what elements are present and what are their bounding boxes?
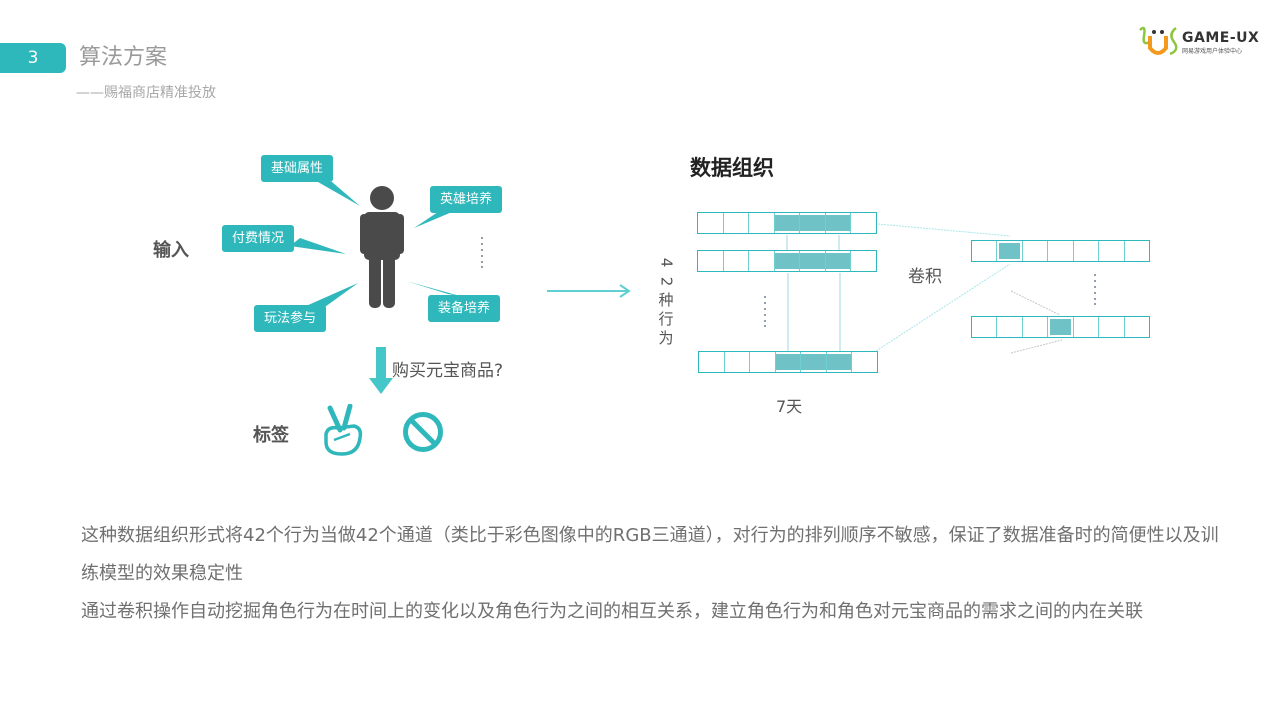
- data-org-connectors: [764, 223, 1096, 354]
- convolution-label: 卷积: [908, 267, 942, 287]
- purchase-question: 购买元宝商品?: [392, 361, 504, 381]
- vlabel-char: 种: [658, 291, 674, 309]
- conv-output-row-2: [971, 316, 1150, 338]
- section-number-badge: 3: [0, 43, 66, 73]
- conv-output-row-1: [971, 240, 1150, 262]
- feature-bubble-gameplay: 玩法参与: [254, 305, 327, 332]
- behavior-row-42: [698, 351, 878, 373]
- vlabel-char: 为: [658, 329, 674, 347]
- prohibited-icon: [403, 412, 443, 452]
- data-org-title: 数据组织: [690, 156, 774, 180]
- seven-days-label: 7天: [776, 397, 803, 416]
- person-icon: [360, 186, 404, 308]
- label-title: 标签: [253, 425, 289, 446]
- game-ux-logo-icon: [1139, 26, 1178, 56]
- vertical-label-42-behaviors: 4 2 种 行 为: [657, 253, 676, 348]
- behavior-row-1: [697, 212, 877, 234]
- description-paragraph-1: 这种数据组织形式将42个行为当做42个通道（类比于彩色图像中的RGB三通道），对…: [81, 525, 1219, 584]
- description-paragraph-2: 通过卷积操作自动挖掘角色行为在时间上的变化以及角色行为之间的相互关系，建立角色行…: [81, 601, 1143, 622]
- feature-bubble-basic-attributes: 基础属性: [261, 155, 334, 182]
- feature-bubble-equipment-training: 装备培养: [428, 295, 501, 322]
- feature-bubble-hero-training: 英雄培养: [430, 186, 503, 213]
- section-subtitle: ——赐福商店精准投放: [76, 85, 216, 101]
- connector-lines: [290, 182, 631, 394]
- vlabel-char: 行: [658, 310, 674, 328]
- section-title: 算法方案: [79, 45, 168, 70]
- behavior-row-2: [697, 250, 877, 272]
- input-label: 输入: [153, 240, 189, 261]
- logo-tagline: 网易游戏用户体验中心: [1182, 48, 1243, 55]
- logo-name: GAME-UX: [1182, 30, 1260, 46]
- feature-bubble-payment: 付费情况: [222, 225, 295, 252]
- victory-hand-icon: [324, 404, 363, 456]
